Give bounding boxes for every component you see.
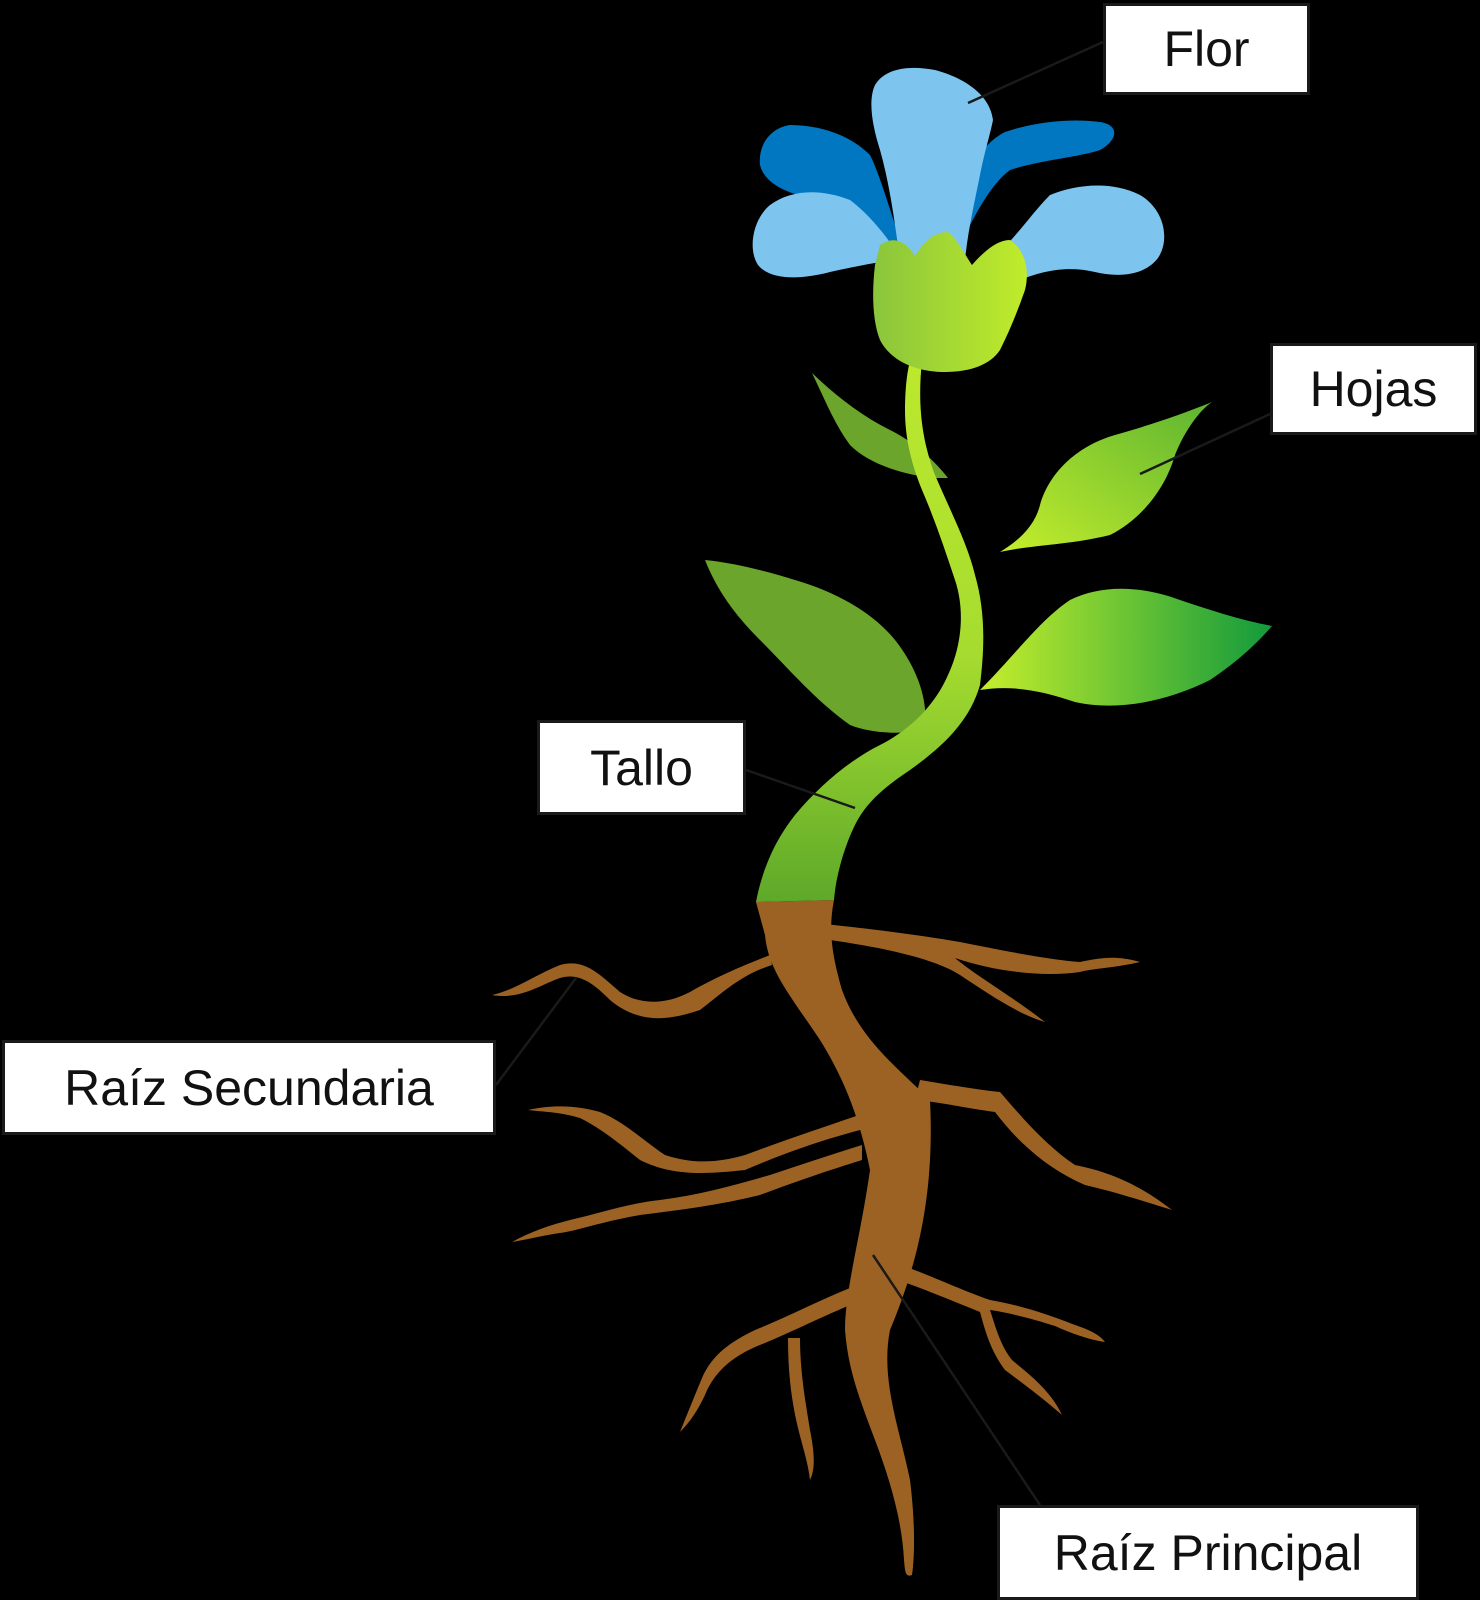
root-lower-left	[512, 1145, 862, 1242]
label-tallo-text: Tallo	[590, 739, 693, 796]
label-hojas-text: Hojas	[1309, 361, 1438, 417]
leader-raiz-secundaria	[494, 977, 578, 1086]
stem	[756, 355, 984, 902]
root-bottom-left	[680, 1288, 850, 1432]
leaf-lower-left	[705, 560, 926, 733]
label-raiz-principal: Raíz Principal	[997, 1505, 1419, 1600]
leaf-lower-right	[980, 588, 1272, 706]
root-upper-left	[492, 955, 772, 1019]
taproot	[756, 900, 931, 1576]
label-hojas: Hojas	[1270, 343, 1477, 435]
petal-light-left	[752, 192, 900, 278]
root-upper-right	[825, 924, 1140, 1022]
sepal	[873, 232, 1027, 372]
leader-tallo	[745, 768, 856, 810]
leader-lines	[494, 40, 1271, 1506]
petal-dark-right	[960, 120, 1115, 245]
root-system	[492, 900, 1172, 1576]
root-mid-left	[528, 1106, 868, 1173]
label-flor: Flor	[1103, 3, 1310, 95]
leader-hojas	[1139, 412, 1271, 476]
label-tallo: Tallo	[537, 720, 746, 815]
label-flor-text: Flor	[1163, 21, 1250, 77]
root-bottom-mid	[788, 1338, 814, 1480]
leaves	[705, 373, 1272, 733]
label-raiz-secundaria-text: Raíz Secundaria	[64, 1059, 434, 1116]
label-raiz-secundaria: Raíz Secundaria	[2, 1040, 496, 1135]
flower	[752, 67, 1165, 372]
label-raiz-principal-text: Raíz Principal	[1053, 1524, 1363, 1581]
petal-light-right	[990, 185, 1165, 280]
leader-raiz-principal	[871, 1254, 1042, 1506]
petal-top	[871, 67, 993, 260]
root-mid-right	[915, 1080, 1172, 1210]
leaf-upper-right	[1000, 402, 1212, 552]
root-lower-right	[882, 1260, 1105, 1415]
leader-flor	[967, 40, 1104, 105]
